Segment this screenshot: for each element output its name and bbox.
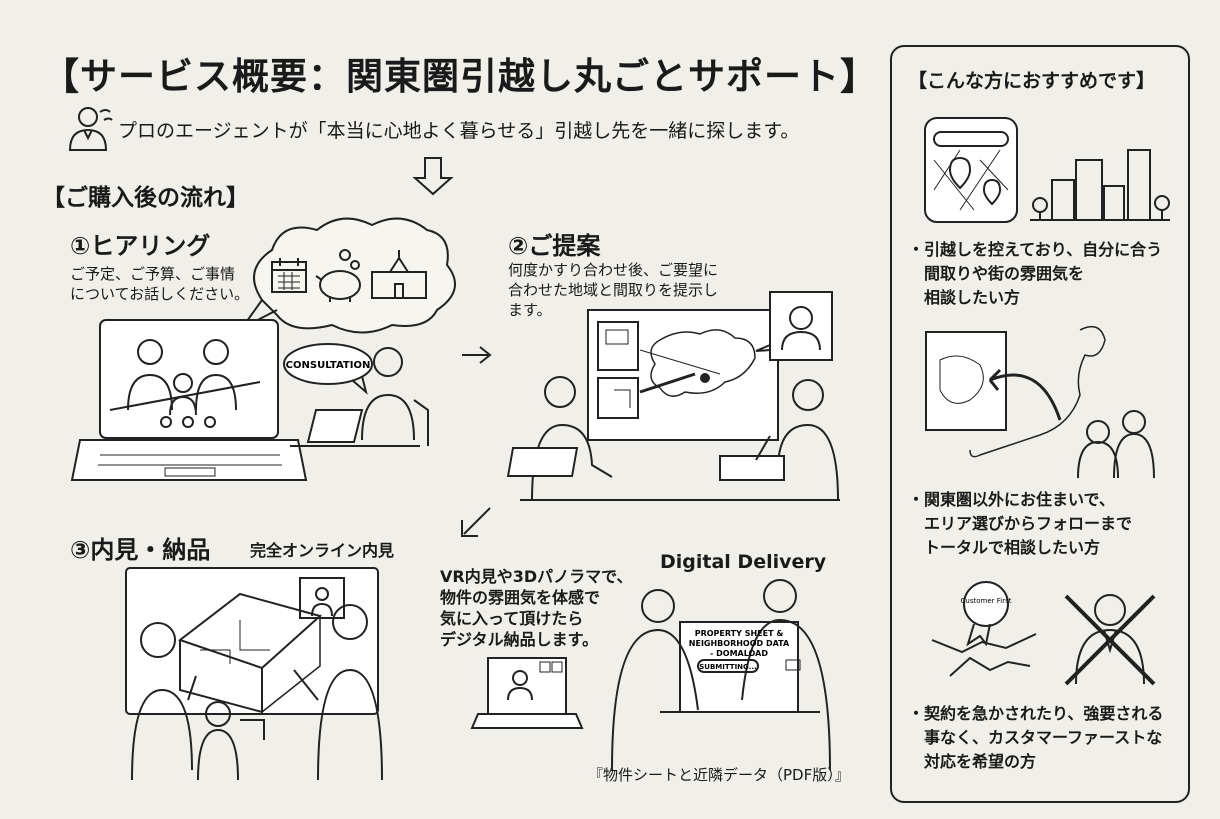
step1-heading: ①ヒアリング <box>70 232 211 260</box>
sidebar-item-1: ・引越しを控えており、自分に合う 間取りや街の雰囲気を 相談したい方 <box>908 240 1163 307</box>
consultation-badge: CONSULTATION <box>286 360 371 371</box>
no-pressure-icon <box>1064 594 1156 686</box>
step3-subheading: 完全オンライン内見 <box>250 541 395 560</box>
customer-first-badge: Customer First <box>961 597 1012 605</box>
screen-line2: NEIGHBORHOOD DATA <box>689 639 790 648</box>
sidebar-heading: 【こんな方におすすめです】 <box>908 70 1156 92</box>
handshake-icon <box>931 581 1037 677</box>
calendar-icon <box>271 258 307 293</box>
piggy-bank-icon <box>315 249 361 302</box>
delivery-caption: 『物件シートと近隣データ（PDF版）』 <box>588 766 850 784</box>
step1-text: ご予定、ご予算、ご事情 についてお話しください。 <box>70 265 250 303</box>
sidebar-item-3: ・契約を急かされたり、強要される 事なく、カスタマーファーストな 対応を希望の方 <box>908 704 1164 771</box>
screen-line3: - DOMALOAD <box>710 649 768 658</box>
intro-text: プロのエージェントが「本当に心地よく暮らせる」引越し先を一緒に探します。 <box>118 120 800 142</box>
smartphone-map-icon <box>924 117 1018 223</box>
screen-line1: PROPERTY SHEET & <box>695 629 784 638</box>
page-title: 【サービス概要：関東圏引越し丸ごとサポート】 <box>42 55 878 98</box>
delivery-title: Digital Delivery <box>660 551 827 573</box>
step3-heading: ③内見・納品 <box>70 536 211 564</box>
flow-heading: 【ご購入後の流れ】 <box>42 185 249 211</box>
sidebar-panel <box>890 45 1190 803</box>
japan-map-icon <box>925 325 1155 479</box>
step2-text: 何度かすり合わせ後、ご要望に 合わせた地域と間取りを提示し ます。 <box>508 261 719 319</box>
sidebar-item-2: ・関東圏以外にお住まいで、 エリア選びからフォローまで トータルで相談したい方 <box>908 490 1133 557</box>
school-icon <box>371 250 427 299</box>
step3-text: VR内見や3Dパノラマで、 物件の雰囲気を体感で 気に入って頂けたら デジタル納… <box>440 567 633 649</box>
step2-heading: ②ご提案 <box>508 232 601 260</box>
screen-button: SUBMITTING... <box>699 663 757 671</box>
city-icon <box>1030 149 1170 221</box>
